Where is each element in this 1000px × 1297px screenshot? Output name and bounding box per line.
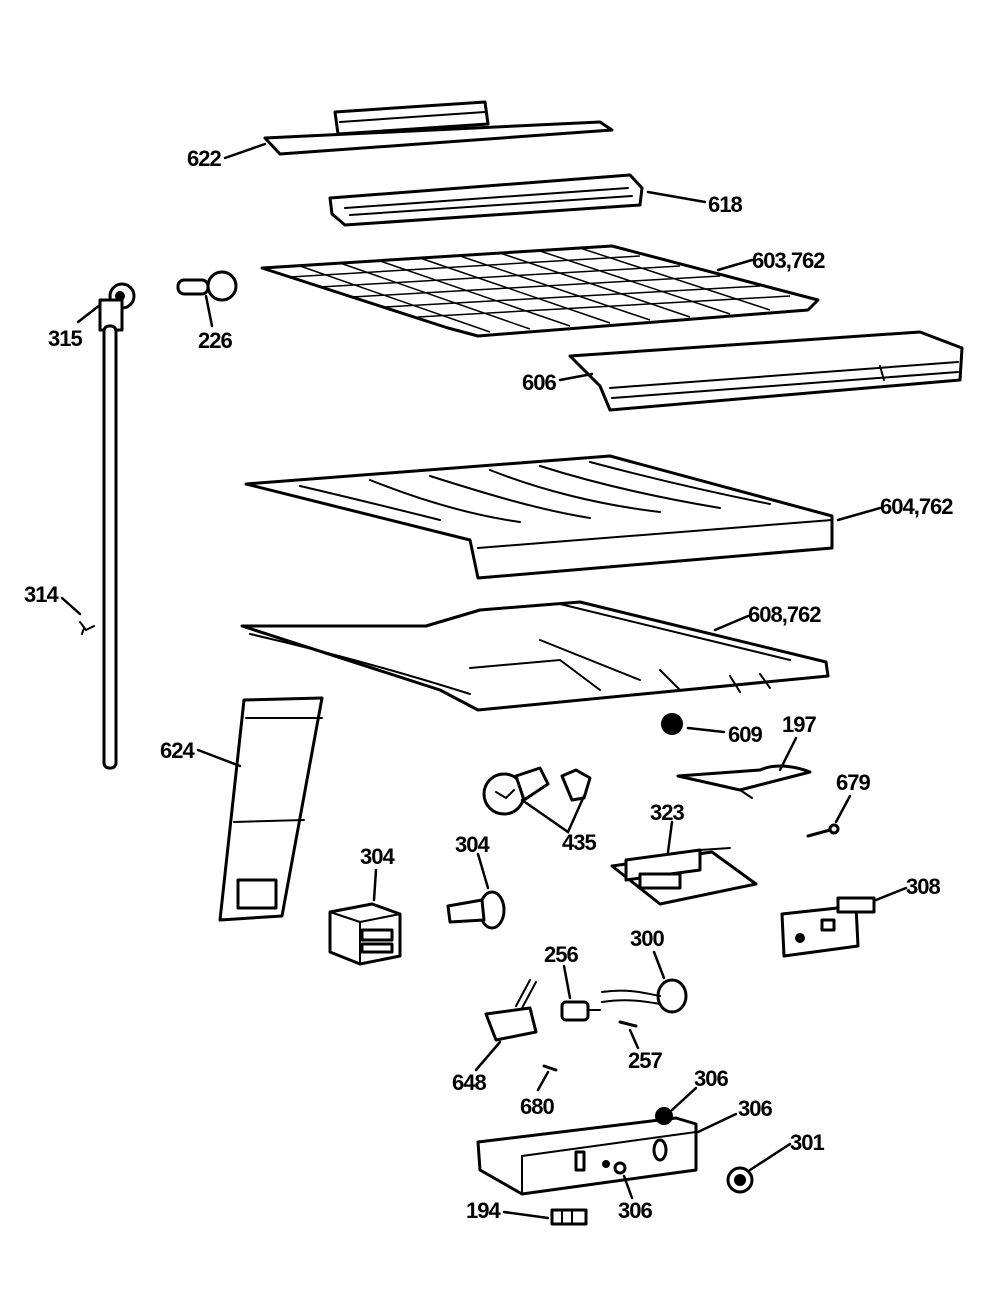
- label-304b: 304: [455, 832, 490, 857]
- leader-306b: [696, 1112, 738, 1134]
- leader-304b: [476, 852, 490, 890]
- part-vertical-rod: [102, 324, 118, 770]
- leader-603: [716, 258, 754, 272]
- label-618: 618: [708, 192, 742, 217]
- part-624-duct: [218, 696, 324, 922]
- leader-606: [558, 372, 594, 382]
- leader-618: [646, 190, 707, 204]
- leader-306a: [670, 1086, 698, 1112]
- label-226: 226: [198, 328, 232, 353]
- part-609-fitting: [661, 713, 683, 735]
- part-604-shelf: [244, 454, 834, 580]
- leader-609: [686, 726, 726, 734]
- label-608: 608,762: [748, 602, 821, 627]
- label-315: 315: [48, 326, 82, 351]
- leader-323: [666, 820, 674, 854]
- part-256-connector: [560, 1000, 601, 1022]
- leader-679: [834, 794, 852, 824]
- label-622: 622: [187, 146, 221, 171]
- leader-194: [502, 1210, 550, 1220]
- label-314: 314: [24, 582, 59, 607]
- part-608-pan: [240, 600, 830, 712]
- part-304-knob: [446, 890, 506, 930]
- part-622-cover: [263, 100, 614, 156]
- label-435: 435: [562, 830, 596, 855]
- part-300-thermostat: [601, 978, 688, 1014]
- label-308: 308: [906, 874, 940, 899]
- part-306-screw-a: [655, 1107, 673, 1125]
- label-306b: 306: [738, 1096, 772, 1121]
- part-648-relay: [484, 979, 538, 1042]
- label-300: 300: [630, 926, 664, 951]
- leader-304a: [372, 868, 378, 902]
- leader-648: [474, 1040, 502, 1072]
- part-618-bar: [328, 173, 644, 227]
- label-323: 323: [650, 800, 684, 825]
- label-304a: 304: [360, 844, 395, 869]
- part-304-box-left: [328, 902, 402, 966]
- part-194-terminal: [550, 1208, 588, 1226]
- label-624: 624: [160, 738, 195, 763]
- label-609: 609: [728, 722, 762, 747]
- part-control-bracket: [476, 1116, 698, 1196]
- leader-197: [778, 736, 798, 772]
- part-435-bulb: [482, 766, 592, 816]
- leader-306c: [622, 1174, 634, 1200]
- part-257-screw: [618, 1020, 638, 1028]
- leader-257: [628, 1028, 640, 1050]
- leader-226: [204, 294, 214, 328]
- label-680: 680: [520, 1094, 554, 1119]
- label-306a: 306: [694, 1066, 728, 1091]
- label-603: 603,762: [752, 248, 825, 273]
- label-194: 194: [466, 1198, 501, 1223]
- leader-301: [748, 1142, 792, 1172]
- leader-624: [196, 748, 242, 768]
- leader-300: [652, 950, 666, 980]
- part-606-trim: [568, 330, 964, 412]
- part-308-plate: [780, 896, 876, 958]
- label-679: 679: [836, 770, 870, 795]
- label-197: 197: [782, 712, 816, 737]
- leader-680: [536, 1070, 550, 1092]
- leader-622: [223, 142, 267, 160]
- part-679-screw: [806, 823, 840, 838]
- leader-604: [836, 506, 882, 522]
- leader-608: [713, 614, 750, 632]
- part-226-peg: [176, 270, 238, 302]
- label-301: 301: [790, 1130, 824, 1155]
- leader-435: [520, 794, 586, 834]
- label-306c: 306: [618, 1198, 652, 1223]
- part-197-cover: [676, 764, 812, 799]
- part-306-screw-c: [613, 1161, 627, 1175]
- part-314-clip: [79, 621, 95, 635]
- part-315-bracket: [98, 282, 136, 332]
- label-604: 604,762: [880, 494, 953, 519]
- leader-315: [76, 303, 102, 324]
- leader-314: [60, 596, 82, 616]
- label-648: 648: [452, 1070, 486, 1095]
- label-606: 606: [522, 370, 556, 395]
- leader-308: [874, 886, 908, 902]
- part-680-screw: [542, 1064, 558, 1072]
- part-603-wire-shelf: [260, 244, 820, 338]
- label-257: 257: [628, 1048, 662, 1073]
- label-256: 256: [544, 942, 578, 967]
- part-301-knob: [726, 1166, 754, 1194]
- leader-256: [562, 964, 572, 1000]
- part-323-bracket: [610, 847, 758, 906]
